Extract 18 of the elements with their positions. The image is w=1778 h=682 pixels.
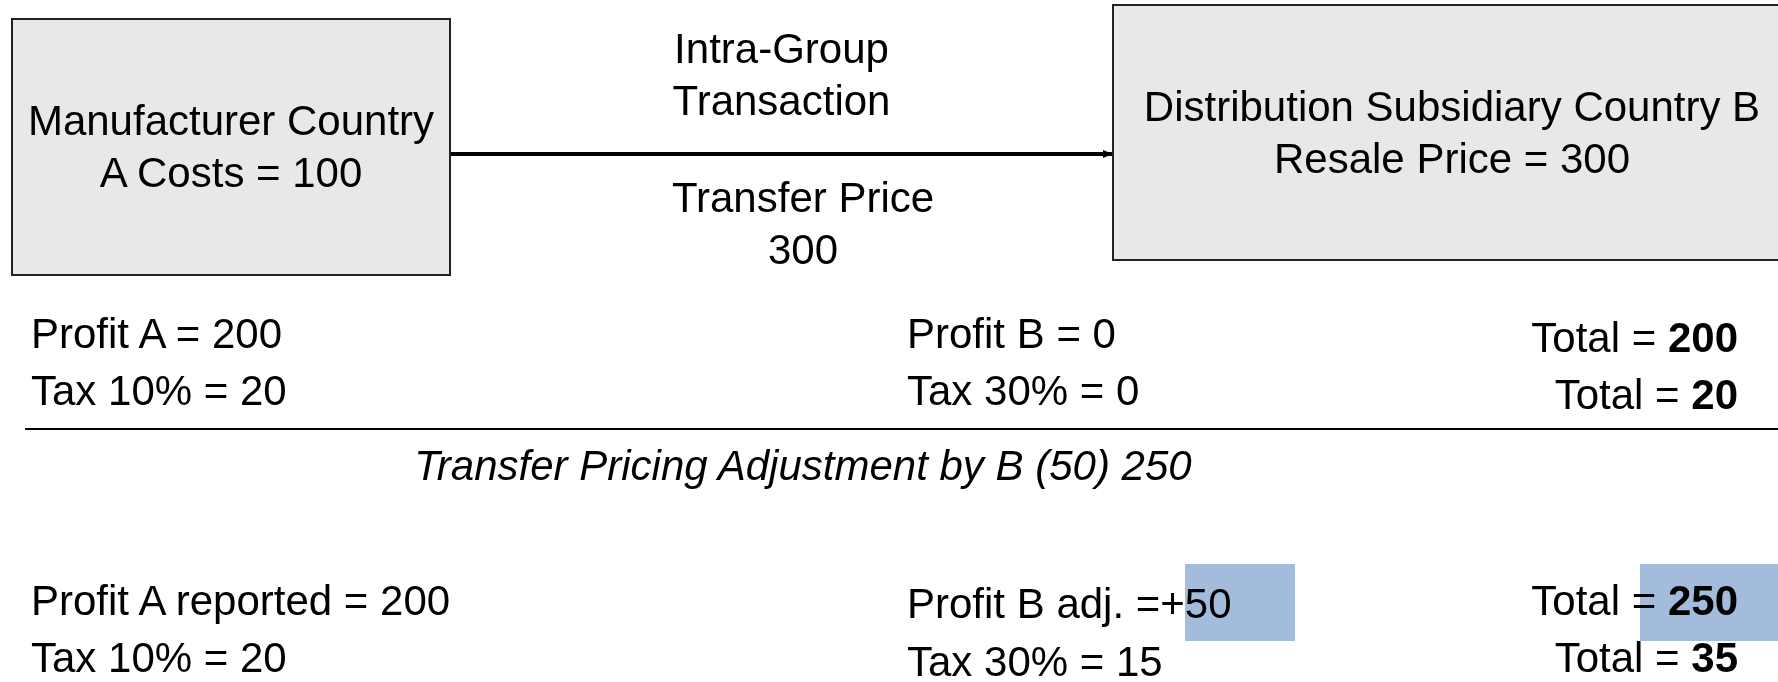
- profit-text: Profit B = 0: [907, 309, 1116, 359]
- entity-box: Distribution Subsidiary Country B Resale Price = 300: [1112, 4, 1778, 261]
- tax-text: Tax 30% = 15: [907, 637, 1163, 682]
- arrow: [451, 150, 1113, 158]
- total-text: Total = 200: [1530, 313, 1738, 363]
- edge-label: Intra-Group Transaction: [671, 24, 892, 126]
- profit-text: Profit A = 200: [31, 309, 282, 359]
- price-label: Transfer Price 300: [670, 173, 936, 275]
- total-text: Total = 20: [1553, 370, 1738, 420]
- total-text: Total = 35: [1553, 633, 1738, 682]
- profit-text: Profit B adj. =+50: [907, 579, 1232, 629]
- adjustment-note: Transfer Pricing Adjustment by B (50) 250: [413, 441, 1193, 491]
- profit-text: Profit A reported = 200: [31, 576, 451, 626]
- entity-box: Manufacturer Country A Costs = 100: [11, 18, 451, 276]
- total-text: Total = 250: [1530, 576, 1738, 626]
- tax-text: Tax 30% = 0: [907, 366, 1140, 416]
- tax-text: Tax 10% = 20: [31, 366, 287, 416]
- tax-text: Tax 10% = 20: [31, 633, 287, 682]
